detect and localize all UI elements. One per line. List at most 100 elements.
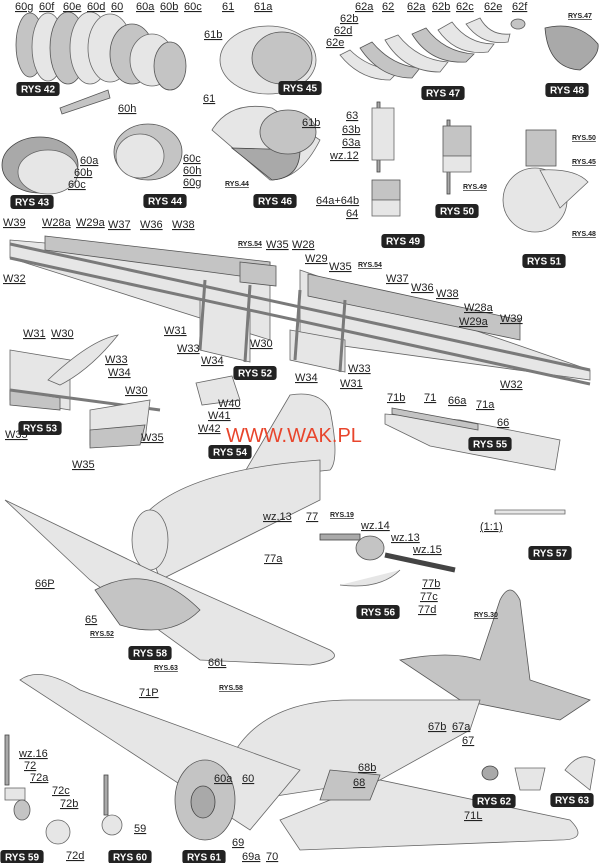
part-label: 60a — [214, 773, 233, 785]
figure-badge: RYS 63 — [550, 793, 594, 807]
figure-reference-label: RYS.58 — [219, 685, 243, 692]
badge-background — [468, 437, 512, 451]
part-label: 69 — [232, 837, 244, 849]
badge-label: RYS 62 — [477, 797, 512, 808]
badge-background — [253, 194, 297, 208]
figure-rys50: RYS 50 RYS.49 — [435, 184, 487, 218]
part-label: W37 — [386, 273, 409, 285]
badge-background — [545, 83, 589, 97]
badge-background — [10, 195, 54, 209]
part-label: 65 — [85, 614, 97, 626]
landing-gear-leg-drawing — [371, 101, 589, 233]
part-label: wz.13 — [390, 532, 420, 544]
badge-label: RYS 50 — [440, 207, 475, 218]
part-label: W36 — [140, 219, 163, 231]
part-label: 61 — [203, 93, 215, 105]
figure-badge: RYS 46 — [253, 194, 297, 208]
engine-cylinders-drawing — [339, 17, 599, 81]
part-label: 62e — [484, 1, 502, 13]
figure-badge: RYS 45 — [278, 81, 322, 95]
part-label: 67b — [428, 721, 446, 733]
part-label: wz.13 — [262, 511, 292, 523]
part-label: W33 — [105, 354, 128, 366]
badge-background — [208, 445, 252, 459]
part-label: 60a — [136, 1, 155, 13]
cowling-drawing — [211, 25, 321, 181]
figure-badge: RYS 44 — [143, 194, 187, 208]
part-label: 69a — [242, 851, 261, 863]
badge-label: RYS 44 — [148, 197, 183, 208]
badge-label: RYS 42 — [21, 85, 56, 96]
part-label: 64a+64b — [316, 195, 359, 207]
figure-reference-label: RYS.63 — [154, 665, 178, 672]
figure-reference-label: RYS.49 — [463, 184, 487, 191]
figure-badge: RYS 43 — [10, 195, 54, 209]
badge-label: RYS 51 — [527, 257, 562, 268]
figure-badge: RYS 47 — [421, 86, 465, 100]
part-label: W29 — [305, 253, 328, 265]
part-label: W29a — [459, 316, 489, 328]
badge-background — [143, 194, 187, 208]
badge-label: RYS 54 — [213, 448, 248, 459]
badge-label: RYS 47 — [426, 89, 461, 100]
badge-label: RYS 61 — [187, 853, 222, 863]
flap-drawing — [195, 375, 241, 406]
part-label: W35 — [266, 239, 289, 251]
part-label: 71L — [464, 810, 482, 822]
part-label: 60 — [242, 773, 254, 785]
part-label: 61b — [204, 29, 222, 41]
part-label: wz.15 — [412, 544, 442, 556]
part-label: 60 — [111, 1, 123, 13]
part-label: W28 — [292, 239, 315, 251]
part-label: 72 — [24, 760, 36, 772]
part-label: W35 — [5, 429, 28, 441]
part-label: 62a — [407, 1, 426, 13]
figure-reference-label: RYS.52 — [90, 631, 114, 638]
figure-badge: RYS 42 — [16, 82, 60, 96]
part-label: 60h — [183, 165, 201, 177]
part-label: 60e — [63, 1, 81, 13]
part-label: 60a — [80, 155, 99, 167]
small-parts-drawing — [4, 734, 596, 845]
part-label: W29a — [76, 217, 106, 229]
figure-reference-label: RYS.48 — [572, 231, 596, 238]
part-label: W37 — [108, 219, 131, 231]
figure-badge: RYS 52 — [233, 366, 277, 380]
part-label: W40 — [218, 398, 241, 410]
figure-reference-label: RYS.54 — [238, 241, 262, 248]
part-label: W33 — [177, 343, 200, 355]
figure-rys60: RYS 60 — [108, 850, 152, 863]
figure-badge: RYS 54 — [208, 445, 252, 459]
badge-background — [421, 86, 465, 100]
part-label: W39 — [3, 217, 26, 229]
part-label: W32 — [3, 273, 26, 285]
figure-badge: RYS 58 — [128, 646, 172, 660]
figure-badge: RYS 60 — [108, 850, 152, 863]
part-label: W33 — [348, 363, 371, 375]
part-label: 77c — [420, 591, 438, 603]
figure-reference-label: RYS.45 — [572, 159, 596, 166]
part-label: 60b — [160, 1, 178, 13]
part-label: 62d — [334, 25, 352, 37]
part-label: 64 — [346, 208, 358, 220]
wing-structure-drawing — [9, 235, 591, 386]
part-label: 63 — [346, 110, 358, 122]
part-label: W35 — [329, 261, 352, 273]
part-label: 77 — [306, 511, 318, 523]
part-label: 67 — [462, 735, 474, 747]
part-label: 77b — [422, 578, 440, 590]
part-label: W31 — [164, 325, 187, 337]
part-label: 68b — [358, 762, 376, 774]
